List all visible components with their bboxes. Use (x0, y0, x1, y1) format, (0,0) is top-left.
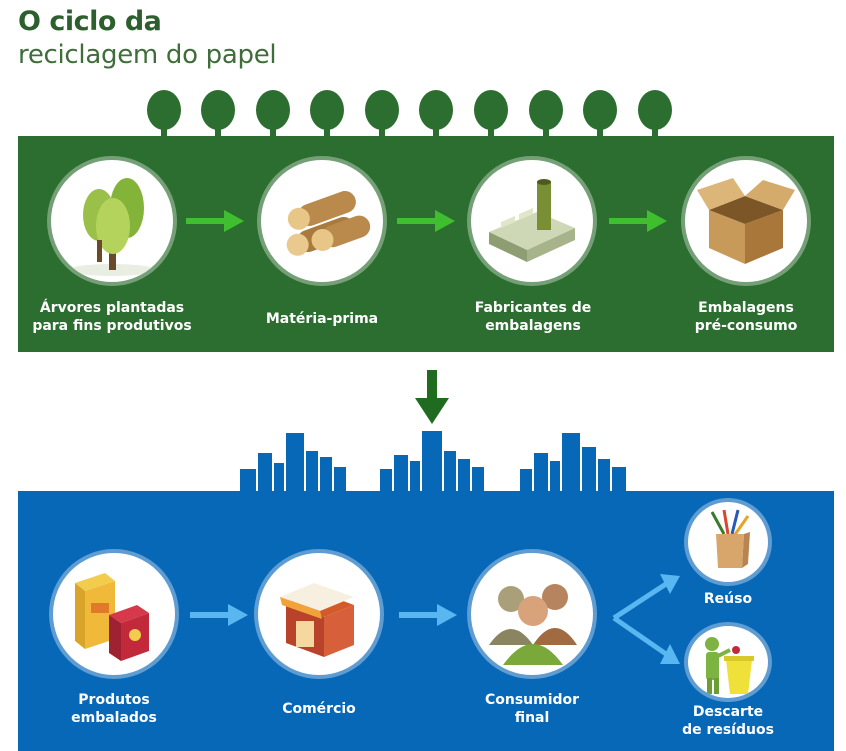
stage-label-line: Produtos (78, 692, 150, 708)
stage-label: Fabricantes de embalagens (443, 299, 623, 335)
packaged-products-icon (75, 573, 149, 661)
stage-label-line: embalagens (485, 318, 581, 334)
tree-silhouette-icon (147, 90, 181, 138)
stage-final-consumer (471, 553, 593, 675)
flow-arrow (186, 210, 244, 232)
tree-silhouette-icon (310, 90, 344, 138)
tree-silhouette-icon (638, 90, 672, 138)
transition-arrow (415, 370, 449, 424)
stage-label: Matéria-prima (232, 310, 412, 328)
stage-commerce (258, 553, 380, 675)
tree-silhouette-icon (256, 90, 290, 138)
title-bold: O ciclo da (18, 6, 162, 37)
outcome-label-line: de resíduos (682, 722, 774, 738)
factory-icon (489, 179, 575, 262)
stage-raw-material (261, 160, 383, 282)
tree-row (147, 90, 672, 138)
flow-arrow (397, 210, 455, 232)
stage-label: Consumidor final (442, 691, 622, 727)
tree-silhouette-icon (365, 90, 399, 138)
outcome-reuse (688, 502, 768, 582)
tree-silhouette-icon (583, 90, 617, 138)
flow-arrow (609, 210, 667, 232)
pencil-cup-icon (710, 509, 750, 568)
stage-trees (51, 160, 173, 282)
stage-label-line: Árvores plantadas (39, 300, 185, 316)
waste-bin-icon (705, 637, 754, 694)
stage-pre-consumer-packaging (685, 160, 807, 282)
stage-packaging-manufacturers (471, 160, 593, 282)
consumers-icon (489, 584, 577, 665)
logs-icon (286, 191, 371, 256)
stage-label-line: Embalagens (698, 300, 794, 316)
box-icon (697, 178, 795, 264)
outcome-waste-disposal (688, 626, 768, 698)
store-icon (280, 583, 354, 657)
stage-label: Comércio (229, 700, 409, 718)
stage-label-line: Fabricantes de (474, 300, 592, 316)
outcome-label-line: Descarte (692, 704, 764, 720)
city-skyline (240, 431, 626, 495)
outcome-label: Reúso (638, 590, 818, 608)
tree-silhouette-icon (201, 90, 235, 138)
outcome-label: Descarte de resíduos (638, 703, 818, 739)
trees-icon (68, 178, 156, 276)
stage-label: Embalagens pré-consumo (656, 299, 836, 335)
stage-label: Produtos embalados (24, 691, 204, 727)
tree-silhouette-icon (474, 90, 508, 138)
flow-arrow (190, 604, 248, 626)
stage-label-line: Consumidor (484, 692, 580, 708)
flow-arrow (399, 604, 457, 626)
split-arrow (612, 574, 680, 664)
stage-label-line: pré-consumo (694, 318, 798, 334)
stage-label-line: para fins produtivos (32, 318, 192, 334)
stage-label-line: embalados (71, 710, 157, 726)
tree-silhouette-icon (529, 90, 563, 138)
stage-label-line: Comércio (282, 701, 356, 717)
stage-label-line: final (514, 710, 550, 726)
stage-label: Árvores plantadas para fins produtivos (22, 299, 202, 335)
stage-label-line: Matéria-prima (265, 311, 379, 327)
tree-silhouette-icon (419, 90, 453, 138)
outcome-label-line: Reúso (703, 591, 753, 607)
title-subtitle: reciclagem do papel (18, 40, 277, 70)
stage-packaged-products (53, 553, 175, 675)
